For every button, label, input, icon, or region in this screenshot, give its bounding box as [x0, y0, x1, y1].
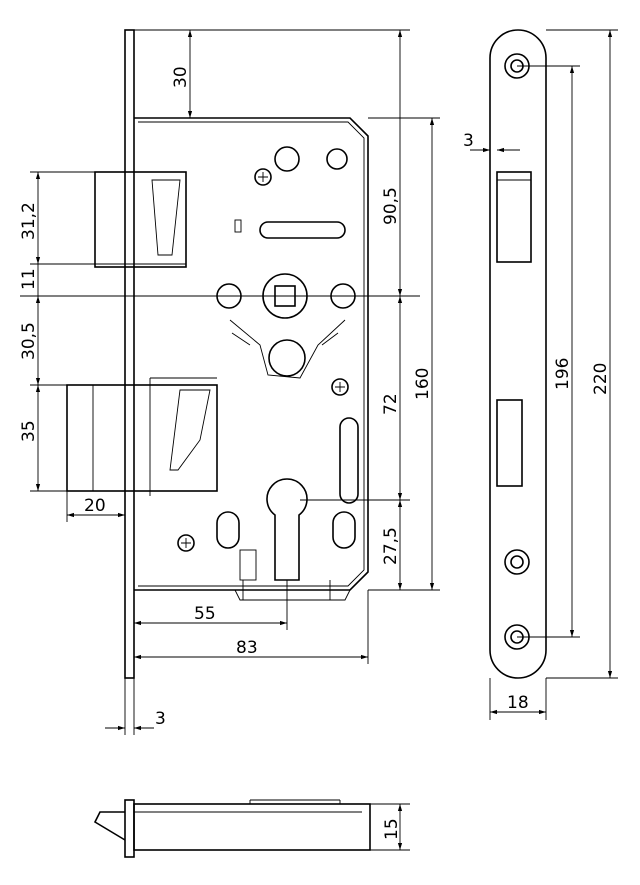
screw-hole-icon	[504, 549, 530, 575]
small-slot	[234, 219, 242, 233]
dim-backset: 55	[194, 604, 216, 624]
top-hole-small	[326, 148, 348, 170]
faceplate-side	[124, 29, 135, 679]
dim-bolt-throw: 20	[84, 496, 106, 516]
screw-icon	[177, 534, 195, 552]
dimension-lines: 30 90,5 160 72 27,5 31,2 11 30,5 35 20 5…	[19, 29, 440, 735]
vertical-slot	[339, 417, 359, 504]
lock-body	[134, 117, 369, 591]
dim-bolt-height: 35	[19, 420, 39, 442]
dim-spindle-from-top: 90,5	[381, 187, 401, 225]
dim-body-thickness: 15	[382, 818, 402, 840]
faceplate-dimensions: 3 196 220 18	[463, 29, 618, 720]
dim-latch-to-spindle: 11	[19, 268, 39, 290]
bottom-tab	[234, 580, 351, 601]
dim-top-offset: 30	[171, 66, 191, 88]
dim-faceplate-length: 220	[591, 363, 611, 395]
dim-screw-spacing: 196	[553, 358, 573, 390]
screw-icon	[331, 378, 349, 396]
front-view	[20, 29, 420, 679]
dim-body-height: 160	[413, 368, 433, 400]
bottom-view: 15	[93, 799, 410, 858]
dim-spindle-to-cylinder: 72	[381, 393, 401, 415]
dim-body-depth: 83	[236, 638, 258, 658]
screw-icon	[254, 168, 272, 186]
small-block	[239, 549, 257, 581]
dim-faceplate-width: 18	[507, 693, 529, 713]
dim-cylinder-to-bottom: 27,5	[381, 527, 401, 565]
deadbolt	[66, 377, 218, 496]
top-hole	[274, 146, 300, 172]
cylinder-cutout	[216, 478, 356, 581]
spindle-hub	[216, 273, 356, 379]
body-inner-edge	[138, 121, 365, 587]
dim-latch-height: 31,2	[19, 202, 39, 240]
dim-faceplate-step: 3	[463, 131, 474, 151]
faceplate-view	[489, 29, 547, 679]
dim-faceplate-thickness: 3	[155, 709, 166, 729]
latch	[94, 171, 187, 268]
dim-spindle-to-bolt: 30,5	[19, 322, 39, 360]
guide-slot	[259, 221, 346, 239]
